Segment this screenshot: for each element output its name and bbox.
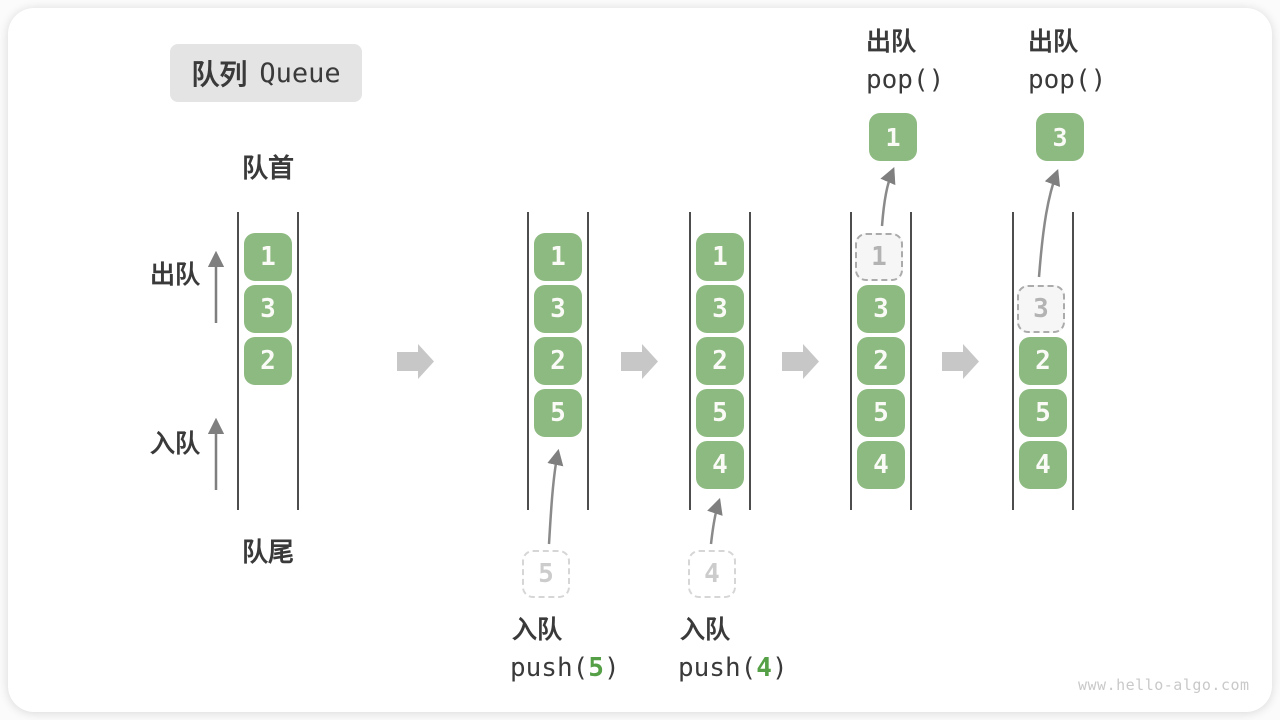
queue-state-3: 1 3 2 5 4 bbox=[689, 212, 751, 510]
rear-label: 队尾 bbox=[241, 537, 294, 567]
queue-item-ghost: 3 bbox=[1017, 285, 1065, 333]
push-arg: 5 bbox=[588, 653, 604, 683]
queue-state-5: 3 2 5 4 bbox=[1012, 212, 1074, 510]
queue-item: 4 bbox=[696, 441, 744, 489]
pop-call-label: pop() bbox=[866, 65, 945, 95]
queue-item: 3 bbox=[534, 285, 582, 333]
queue-item: 5 bbox=[857, 389, 905, 437]
queue-item: 3 bbox=[244, 285, 292, 333]
title-box: 队列 Queue bbox=[170, 44, 362, 102]
queue-item: 3 bbox=[696, 285, 744, 333]
enqueue-op-label: 入队 bbox=[512, 616, 563, 644]
queue-item: 4 bbox=[1019, 441, 1067, 489]
pop-call-label: pop() bbox=[1028, 65, 1107, 95]
queue-item: 5 bbox=[1019, 389, 1067, 437]
queue-item: 3 bbox=[857, 285, 905, 333]
queue-item: 1 bbox=[696, 233, 744, 281]
queue-state-4: 1 3 2 5 4 bbox=[850, 212, 912, 510]
dequeue-op-label: 出队 bbox=[866, 28, 917, 56]
dequeue-side-label: 出队 bbox=[150, 261, 201, 289]
queue-item-ghost: 1 bbox=[855, 233, 903, 281]
enqueue-op-label: 入队 bbox=[680, 616, 731, 644]
dequeue-op-label: 出队 bbox=[1028, 28, 1079, 56]
queue-item: 1 bbox=[244, 233, 292, 281]
push-arg: 4 bbox=[756, 653, 772, 683]
popped-item: 1 bbox=[869, 113, 917, 161]
title-zh: 队列 bbox=[191, 59, 248, 90]
incoming-item-ghost: 5 bbox=[522, 550, 570, 598]
queue-state-2: 1 3 2 5 bbox=[527, 212, 589, 510]
watermark: www.hello-algo.com bbox=[1078, 676, 1250, 694]
queue-item: 2 bbox=[1019, 337, 1067, 385]
incoming-item-ghost: 4 bbox=[688, 550, 736, 598]
push-call-label: push(4) bbox=[678, 653, 788, 683]
queue-item: 2 bbox=[244, 337, 292, 385]
title-en: Queue bbox=[259, 57, 341, 89]
queue-item: 1 bbox=[534, 233, 582, 281]
queue-item: 2 bbox=[857, 337, 905, 385]
queue-item: 2 bbox=[696, 337, 744, 385]
enqueue-side-label: 入队 bbox=[150, 430, 201, 458]
front-label: 队首 bbox=[241, 153, 294, 183]
queue-item: 5 bbox=[696, 389, 744, 437]
queue-item: 5 bbox=[534, 389, 582, 437]
popped-item: 3 bbox=[1036, 113, 1084, 161]
queue-state-1: 1 3 2 bbox=[237, 212, 299, 510]
push-call-label: push(5) bbox=[510, 653, 620, 683]
queue-item: 2 bbox=[534, 337, 582, 385]
queue-item: 4 bbox=[857, 441, 905, 489]
figure-card bbox=[8, 8, 1272, 712]
